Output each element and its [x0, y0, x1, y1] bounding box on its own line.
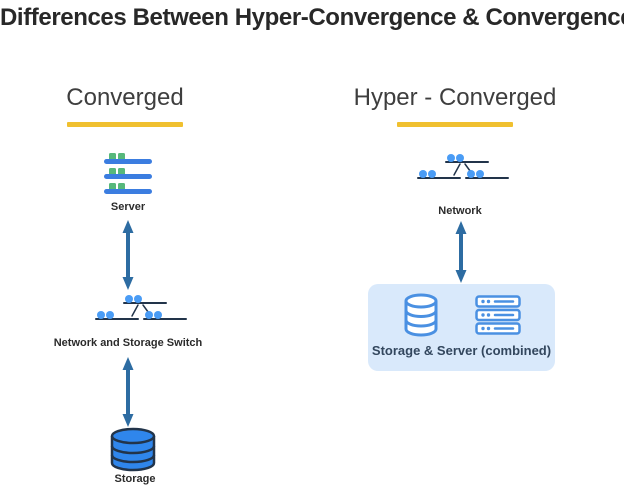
page-title: Differences Between Hyper-Convergence & …	[0, 4, 624, 31]
converged-heading-underline	[67, 122, 183, 127]
storage-cylinder-icon	[107, 427, 159, 473]
double-arrow-icon	[121, 357, 135, 427]
hyper-converged-heading: Hyper - Converged	[353, 84, 557, 111]
double-arrow-icon	[454, 221, 468, 283]
storage-label: Storage	[114, 473, 156, 485]
combined-label: Storage & Server (combined)	[371, 343, 552, 358]
double-arrow-icon	[121, 220, 135, 290]
combined-storage-server-box: Storage & Server (combined)	[368, 284, 555, 371]
network-label: Network	[438, 205, 482, 217]
server-stack-icon	[104, 153, 152, 197]
network-switch-icon	[95, 293, 187, 329]
hyper-converged-heading-underline	[397, 122, 513, 127]
database-outline-icon	[403, 293, 439, 337]
server-outline-icon	[474, 295, 521, 335]
network-switch-icon	[417, 152, 509, 188]
converged-heading: Converged	[66, 84, 184, 111]
switch-label: Network and Storage Switch	[53, 337, 203, 349]
server-label: Server	[110, 201, 146, 213]
combined-icons-row	[403, 293, 521, 337]
